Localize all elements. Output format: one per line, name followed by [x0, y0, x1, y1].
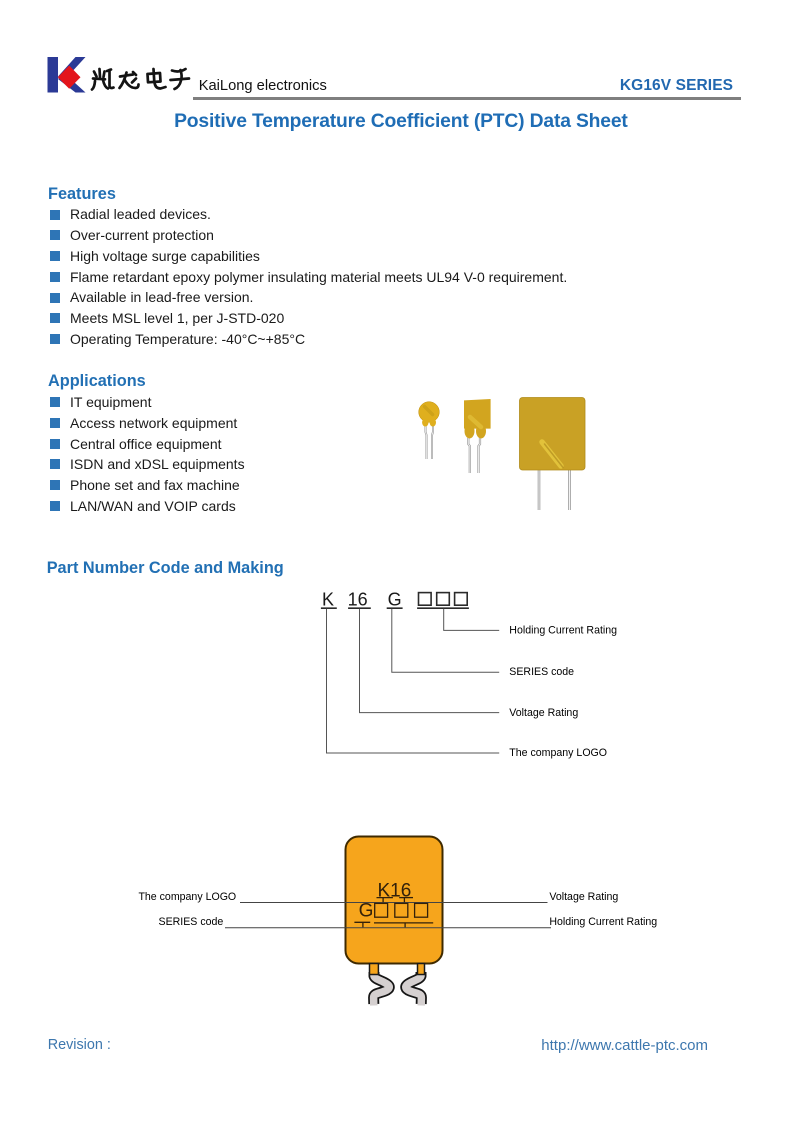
svg-text:G: G [359, 901, 374, 922]
svg-text:The company LOGO: The company LOGO [509, 747, 607, 759]
svg-text:K: K [322, 589, 334, 609]
svg-text:SERIES code: SERIES code [509, 666, 574, 678]
svg-text:Voltage Rating: Voltage Rating [549, 891, 618, 903]
svg-text:Voltage Rating: Voltage Rating [509, 707, 578, 719]
svg-text:The company LOGO: The company LOGO [138, 891, 236, 903]
svg-text:Holding Current Rating: Holding Current Rating [509, 625, 617, 637]
svg-text:G: G [388, 589, 402, 609]
svg-text:Holding Current Rating: Holding Current Rating [549, 916, 657, 928]
svg-text:SERIES code: SERIES code [159, 916, 224, 928]
svg-text:K16: K16 [378, 881, 412, 902]
svg-text:16: 16 [348, 589, 368, 609]
